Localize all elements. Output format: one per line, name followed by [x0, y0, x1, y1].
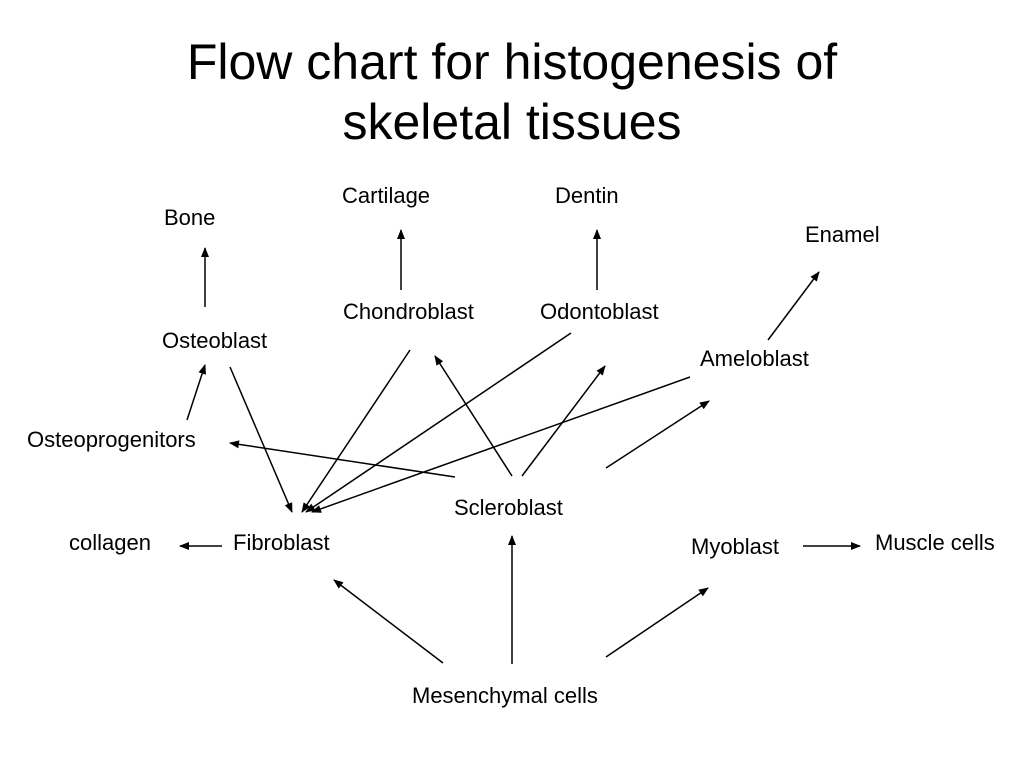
node-dentin: Dentin: [555, 183, 619, 208]
arrow-scleroblast-to-osteoprogenitors: [229, 440, 456, 478]
node-myoblast: Myoblast: [691, 534, 780, 559]
node-odontoblast: Odontoblast: [540, 299, 659, 324]
edge-layer: [179, 229, 861, 664]
arrow-mesenchymal-cells-to-myoblast: [605, 587, 709, 658]
arrow-odontoblast-to-fibroblast: [305, 332, 572, 513]
arrow-scleroblast-to-chondroblast: [434, 355, 513, 477]
title-line-2: skeletal tissues: [342, 94, 682, 150]
node-enamel: Enamel: [805, 222, 880, 247]
node-muscle-cells: Muscle cells: [875, 530, 995, 555]
title-line-1: Flow chart for histogenesis of: [186, 34, 838, 90]
node-cartilage: Cartilage: [342, 183, 431, 208]
arrow-scleroblast-to-ameloblast: [605, 400, 710, 469]
node-bone: Bone: [164, 205, 216, 230]
arrow-ameloblast-to-fibroblast: [311, 376, 691, 513]
node-fibroblast: Fibroblast: [233, 530, 330, 555]
node-osteoblast: Osteoblast: [162, 328, 268, 353]
node-mesenchymal-cells: Mesenchymal cells: [412, 683, 598, 708]
node-chondroblast: Chondroblast: [343, 299, 474, 324]
arrow-osteoblast-to-fibroblast: [229, 366, 293, 513]
arrow-scleroblast-to-odontoblast: [521, 365, 606, 477]
arrow-chondroblast-to-fibroblast: [301, 349, 411, 513]
node-osteoprogenitors: Osteoprogenitors: [27, 427, 196, 452]
arrow-osteoprogenitors-to-osteoblast: [186, 364, 207, 421]
node-collagen: collagen: [69, 530, 151, 555]
arrow-ameloblast-to-enamel: [767, 271, 820, 341]
node-scleroblast: Scleroblast: [454, 495, 563, 520]
node-ameloblast: Ameloblast: [700, 346, 809, 371]
arrow-mesenchymal-cells-to-fibroblast: [333, 579, 444, 664]
page-title: Flow chart for histogenesis of skeletal …: [0, 32, 1024, 152]
